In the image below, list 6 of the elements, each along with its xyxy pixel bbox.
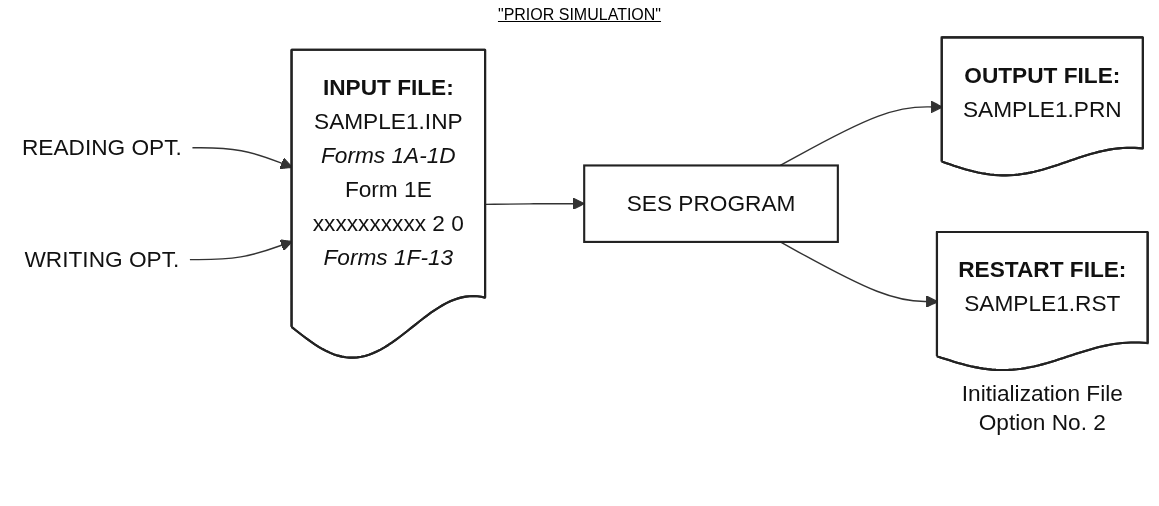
node-caption: Initialization File Option No. 2 <box>961 380 1123 435</box>
diagram-title: "PRIOR SIMULATION" <box>496 6 663 24</box>
node-box: SES PROGRAM <box>583 164 839 243</box>
node-text: WRITING OPT. <box>24 246 180 271</box>
node-text: READING OPT. <box>21 135 182 160</box>
arrow <box>485 197 585 210</box>
